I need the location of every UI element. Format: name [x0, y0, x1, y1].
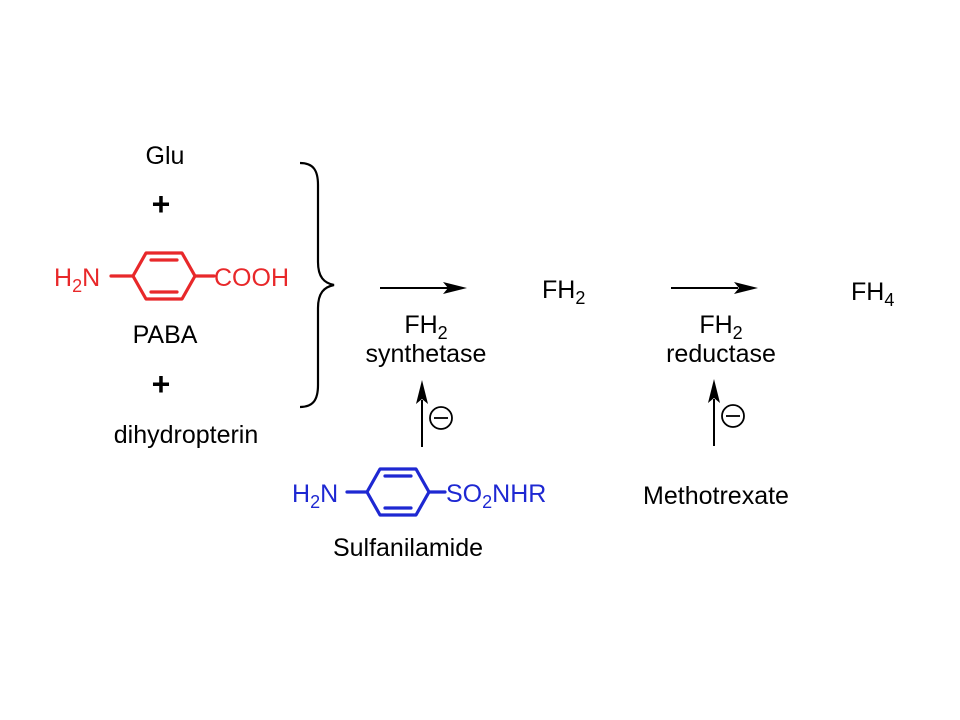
sulfanilamide-amine-n: N: [320, 480, 338, 508]
paba-amine-h: H: [54, 264, 72, 292]
fh2-product-label: FH2: [542, 276, 585, 308]
sulfanilamide-group-so: SO: [446, 480, 482, 508]
sulfanilamide-amine-subscript: 2: [310, 492, 320, 512]
dihydropterin-label: dihydropterin: [114, 421, 259, 449]
synthetase-enzyme-base: FH: [404, 311, 437, 339]
minus-in-circle-icon: [429, 406, 453, 430]
synthetase-enzyme-subscript: 2: [438, 323, 448, 343]
inhibition-arrow-2: [708, 379, 720, 446]
inhibition-arrow-1: [416, 380, 428, 447]
fh4-product-label: FH4: [851, 278, 894, 310]
sulfanilamide-amine-group: H2N: [292, 480, 338, 512]
sulfanilamide-label: Sulfanilamide: [333, 534, 483, 562]
sulfanilamide-amine-h: H: [292, 480, 310, 508]
paba-label: PABA: [133, 321, 198, 349]
grouping-brace: [299, 161, 335, 409]
sulfanilamide-structure: H2N SO2NHR: [292, 467, 546, 517]
reductase-enzyme-base: FH: [699, 311, 732, 339]
plus-sign-1: +: [152, 186, 171, 222]
fh4-product-subscript: 4: [884, 290, 894, 310]
reaction-arrow-2: [671, 282, 758, 294]
reductase-enzyme-name: FH2: [699, 311, 742, 343]
synthetase-enzyme-name: FH2: [404, 311, 447, 343]
paba-structure: H2N COOH: [54, 251, 289, 301]
plus-sign-2: +: [152, 366, 171, 402]
reductase-enzyme-subscript: 2: [733, 323, 743, 343]
synthetase-label: synthetase: [366, 340, 487, 368]
glu-label: Glu: [146, 142, 185, 170]
fh4-product-base: FH: [851, 278, 884, 306]
sulfanilamide-sulfonamide-group: SO2NHR: [446, 480, 546, 512]
reductase-label: reductase: [666, 340, 776, 368]
minus-in-circle-icon: [721, 404, 745, 428]
sulfanilamide-group-subscript: 2: [482, 492, 492, 512]
methotrexate-label: Methotrexate: [643, 482, 789, 510]
reaction-arrow-1: [380, 282, 467, 294]
paba-amine-subscript: 2: [72, 276, 82, 296]
paba-acid-group: COOH: [214, 264, 289, 292]
fh2-product-subscript: 2: [575, 288, 585, 308]
sulfanilamide-group-rest: NHR: [492, 480, 546, 508]
paba-amine-group: H2N: [54, 264, 100, 296]
fh2-product-base: FH: [542, 276, 575, 304]
paba-amine-n: N: [82, 264, 100, 292]
